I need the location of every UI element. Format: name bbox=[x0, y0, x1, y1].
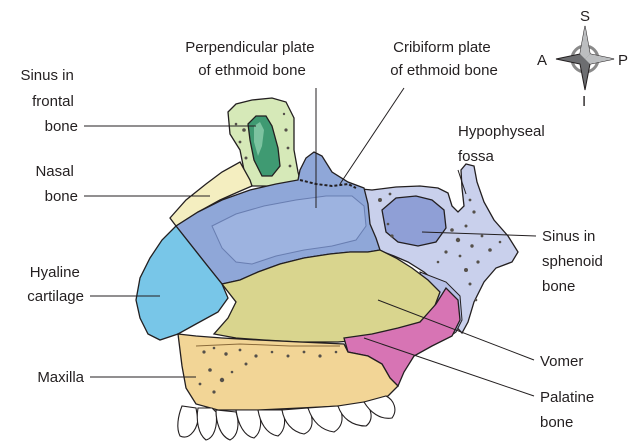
bone-pore bbox=[202, 350, 205, 353]
compass-inferior-label: I bbox=[582, 93, 586, 110]
bone-pore bbox=[242, 128, 246, 132]
label-hyaline-cartilage: Hyaline cartilage bbox=[27, 264, 84, 305]
label-line: Sinus in bbox=[542, 228, 595, 245]
bone-pore bbox=[213, 347, 216, 350]
bone-pore bbox=[245, 363, 248, 366]
bone-pore bbox=[231, 371, 234, 374]
bone-pore bbox=[437, 261, 440, 264]
label-line: Perpendicular plate bbox=[185, 39, 314, 56]
label-perpendicular-plate: Perpendicular plate of ethmoid bone bbox=[185, 39, 318, 79]
leader-cribriform-plate bbox=[340, 88, 404, 184]
label-line: fossa bbox=[458, 148, 495, 165]
compass-rose: S A P I bbox=[537, 8, 628, 110]
label-line: Sinus in bbox=[20, 67, 73, 84]
bone-pore bbox=[239, 141, 242, 144]
bone-pore bbox=[303, 351, 306, 354]
label-hypophyseal-fossa: Hypophyseal fossa bbox=[458, 123, 549, 165]
bone-pore bbox=[235, 123, 238, 126]
bone-pore bbox=[387, 223, 390, 226]
tooth bbox=[236, 410, 261, 438]
compass-posterior-label: P bbox=[618, 52, 628, 69]
tooth bbox=[308, 406, 342, 432]
bone-pore bbox=[476, 260, 479, 263]
label-line: bone bbox=[542, 278, 575, 295]
bone-pore bbox=[475, 299, 478, 302]
label-line: of ethmoid bone bbox=[198, 62, 306, 79]
bone-pore bbox=[239, 349, 242, 352]
label-sinus-frontal: Sinus in frontal bone bbox=[20, 67, 78, 135]
tooth bbox=[216, 410, 238, 440]
label-line: bone bbox=[45, 118, 78, 135]
bone-pore bbox=[470, 244, 473, 247]
bone-pore bbox=[318, 354, 321, 357]
bone-pore bbox=[488, 248, 492, 252]
bone-pore bbox=[245, 157, 248, 160]
bone-pore bbox=[450, 228, 454, 232]
bone-pore bbox=[287, 355, 290, 358]
bone-pore bbox=[465, 225, 468, 228]
label-line: sphenoid bbox=[542, 253, 603, 270]
tooth bbox=[197, 408, 216, 440]
compass-superior-label: S bbox=[580, 8, 590, 25]
label-maxilla: Maxilla bbox=[37, 369, 84, 386]
label-cribriform-plate: Cribiform plate of ethmoid bone bbox=[390, 39, 498, 79]
label-line: Maxilla bbox=[37, 369, 84, 386]
label-line: bone bbox=[540, 414, 573, 431]
label-line: Cribiform plate bbox=[393, 39, 491, 56]
bone-pore bbox=[224, 352, 227, 355]
compass-star-highlight bbox=[580, 26, 590, 59]
bone-pore bbox=[284, 128, 287, 131]
label-line: Hypophyseal bbox=[458, 123, 545, 140]
bone-pore bbox=[199, 383, 202, 386]
tooth bbox=[282, 408, 312, 434]
label-line: cartilage bbox=[27, 288, 84, 305]
bone-pore bbox=[283, 113, 285, 115]
bone-pore bbox=[378, 198, 382, 202]
bone-pore bbox=[469, 283, 472, 286]
bone-pore bbox=[459, 255, 462, 258]
bone-pore bbox=[271, 351, 274, 354]
label-line: frontal bbox=[32, 93, 74, 110]
compass-anterior-label: A bbox=[537, 52, 547, 69]
tooth bbox=[258, 410, 285, 436]
label-palatine-bone: Palatine bone bbox=[540, 389, 598, 431]
label-line: Palatine bbox=[540, 389, 594, 406]
bone-pore bbox=[481, 235, 484, 238]
label-line: bone bbox=[45, 188, 78, 205]
tooth bbox=[178, 406, 198, 437]
label-nasal-bone: Nasal bone bbox=[35, 163, 78, 205]
label-line: Hyaline bbox=[30, 264, 80, 281]
bone-pore bbox=[335, 351, 338, 354]
label-line: Vomer bbox=[540, 353, 583, 370]
bone-pore bbox=[389, 193, 392, 196]
label-sinus-sphenoid: Sinus in sphenoid bone bbox=[542, 228, 607, 295]
bone-pore bbox=[212, 390, 215, 393]
bone-pore bbox=[220, 378, 224, 382]
label-line: of ethmoid bone bbox=[390, 62, 498, 79]
bone-pore bbox=[499, 241, 502, 244]
bone-pore bbox=[444, 250, 447, 253]
label-vomer: Vomer bbox=[540, 353, 583, 370]
bone-pore bbox=[469, 199, 472, 202]
bone-pore bbox=[390, 234, 393, 237]
bone-pore bbox=[464, 268, 468, 272]
bone-pore bbox=[254, 354, 257, 357]
label-line: Nasal bbox=[35, 163, 73, 180]
bone-pore bbox=[208, 368, 212, 372]
bone-pore bbox=[287, 147, 290, 150]
bone-pore bbox=[456, 238, 460, 242]
bone-pore bbox=[289, 165, 292, 168]
bone-pore bbox=[472, 210, 475, 213]
